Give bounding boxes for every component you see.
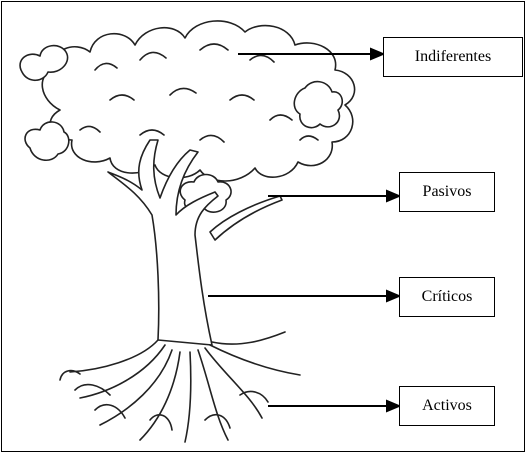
label-indiferentes: Indiferentes bbox=[383, 37, 523, 77]
tree-roots bbox=[59, 331, 301, 443]
label-pasivos: Pasivos bbox=[399, 172, 495, 212]
arrow-indiferentes-head bbox=[370, 47, 386, 61]
arrow-activos-head bbox=[386, 399, 402, 413]
arrow-criticos-head bbox=[386, 289, 402, 303]
tree-trunk bbox=[107, 139, 283, 346]
arrow-pasivos-head bbox=[386, 189, 402, 203]
tree-canopy bbox=[19, 20, 356, 213]
label-activos: Activos bbox=[399, 386, 495, 426]
label-criticos: Críticos bbox=[399, 277, 495, 317]
